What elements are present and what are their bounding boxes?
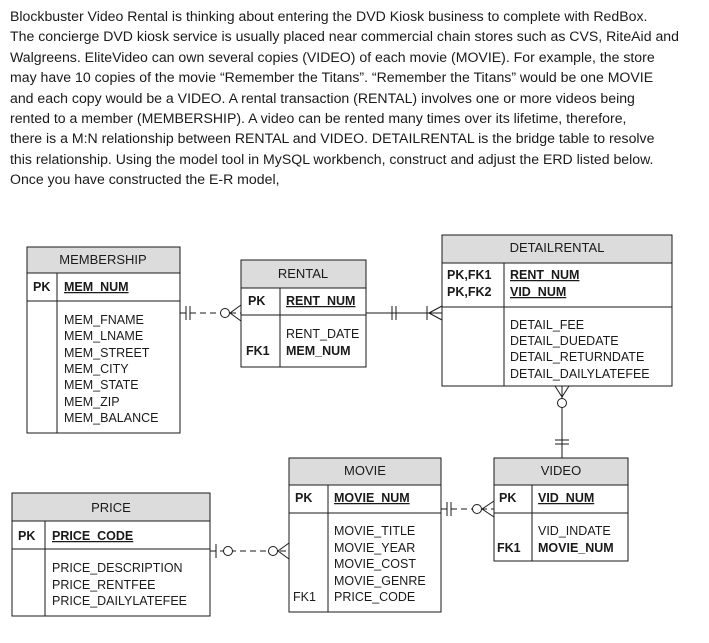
detailrental-key-label: PK,FK2 <box>447 285 492 299</box>
video-detailrental-relationship <box>554 385 570 458</box>
rental-pk-label: PK <box>248 294 265 308</box>
video-attribute: MOVIE_NUM <box>538 541 614 555</box>
video-pk-field: VID_NUM <box>538 491 594 505</box>
paragraph-line: Walgreens. EliteVideo can own several co… <box>10 48 655 65</box>
rental-entity <box>240 259 367 368</box>
membership-attribute: MEM_STREET <box>64 346 150 360</box>
movie-pk-field: MOVIE_NUM <box>334 491 410 505</box>
movie-attribute: MOVIE_GENRE <box>334 574 426 588</box>
movie-attribute: PRICE_CODE <box>334 590 415 604</box>
movie-video-relationship <box>441 500 495 518</box>
price-entity <box>11 492 211 617</box>
video-pk-label: PK <box>499 491 516 505</box>
membership-attribute: MEM_CITY <box>64 362 129 376</box>
movie-attribute: MOVIE_YEAR <box>334 541 415 555</box>
instructions-paragraph: Blockbuster Video Rental is thinking abo… <box>10 6 700 190</box>
rental-fk-label: FK1 <box>246 344 270 358</box>
price-attribute: PRICE_DESCRIPTION <box>52 561 183 575</box>
detailrental-attribute: DETAIL_DAILYLATEFEE <box>510 367 650 381</box>
membership-attribute: MEM_BALANCE <box>64 411 158 425</box>
movie-pk-label: PK <box>295 491 312 505</box>
movie-attribute: MOVIE_TITLE <box>334 524 415 538</box>
price-pk-label: PK <box>18 529 35 543</box>
paragraph-line: Once you have constructed the E-R model, <box>10 171 280 188</box>
detailrental-key-field: VID_NUM <box>510 285 566 299</box>
video-entity <box>493 457 629 562</box>
paragraph-line: Blockbuster Video Rental is thinking abo… <box>10 8 648 24</box>
video-title: VIDEO <box>541 463 581 478</box>
paragraph-line: this relationship. Using the model tool … <box>10 150 654 167</box>
detailrental-key-label: PK,FK1 <box>447 268 492 282</box>
detailrental-key-field: RENT_NUM <box>510 268 579 282</box>
paragraph-line: and each copy would be a VIDEO. A rental… <box>10 89 635 106</box>
detailrental-attribute: DETAIL_FEE <box>510 318 584 332</box>
price-attribute: PRICE_DAILYLATEFEE <box>52 594 187 608</box>
price-pk-field: PRICE_CODE <box>52 529 133 543</box>
rental-attribute: RENT_DATE <box>286 327 359 341</box>
movie-attribute: MOVIE_COST <box>334 557 416 571</box>
price-title: PRICE <box>91 500 131 515</box>
membership-title: MEMBERSHIP <box>59 252 146 267</box>
membership-attribute: MEM_STATE <box>64 378 139 392</box>
membership-attribute: MEM_ZIP <box>64 395 120 409</box>
paragraph-line: The concierge DVD kiosk service is usual… <box>10 28 679 45</box>
paragraph-line: may have 10 copies of the movie “Remembe… <box>10 69 654 86</box>
detailrental-entity <box>441 234 673 387</box>
movie-entity <box>288 457 442 613</box>
price-attribute: PRICE_RENTFEE <box>52 578 156 592</box>
membership-attribute: MEM_LNAME <box>64 329 143 343</box>
detailrental-title: DETAILRENTAL <box>510 240 605 255</box>
movie-fk-label: FK1 <box>293 590 316 604</box>
paragraph-line: there is a M:N relationship between RENT… <box>10 130 655 147</box>
video-attribute: VID_INDATE <box>538 524 611 538</box>
rental-detailrental-relationship <box>366 305 443 321</box>
price-movie-relationship <box>210 542 290 560</box>
rental-pk-field: RENT_NUM <box>286 294 355 308</box>
rental-title: RENTAL <box>278 266 328 281</box>
detailrental-attribute: DETAIL_RETURNDATE <box>510 350 644 364</box>
paragraph-line: rented to a member (MEMBERSHIP). A video… <box>10 110 627 127</box>
membership-pk-field: MEM_NUM <box>64 280 129 294</box>
detailrental-attribute: DETAIL_DUEDATE <box>510 334 619 348</box>
video-fk-label: FK1 <box>497 541 521 555</box>
movie-title: MOVIE <box>344 463 386 478</box>
membership-pk-label: PK <box>33 280 50 294</box>
rental-attribute: MEM_NUM <box>286 344 351 358</box>
membership-rental-relationship <box>180 304 242 322</box>
membership-entity <box>26 246 181 434</box>
membership-attribute: MEM_FNAME <box>64 313 144 327</box>
